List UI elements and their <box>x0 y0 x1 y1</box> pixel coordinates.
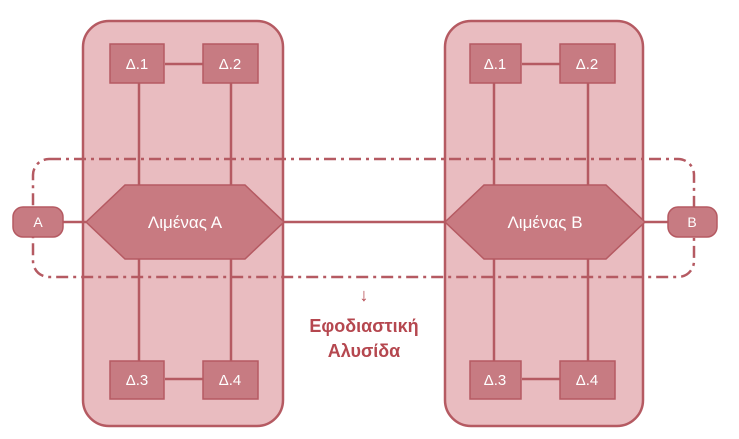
left-node-d4: Δ.4 <box>202 360 259 400</box>
left-node-d2: Δ.2 <box>202 43 259 84</box>
svg-text:Λιμένας Α: Λιμένας Α <box>148 213 223 232</box>
annotation-arrow-icon: ↓ <box>360 285 369 305</box>
right-node-d4: Δ.4 <box>559 360 616 400</box>
svg-text:Α: Α <box>33 214 43 230</box>
svg-text:Λιμένας Β: Λιμένας Β <box>507 213 582 232</box>
svg-text:Δ.3: Δ.3 <box>126 372 149 389</box>
endpoint-b: Β <box>667 206 718 238</box>
annotation-line-1: Εφοδιαστική <box>309 316 418 336</box>
svg-text:Β: Β <box>687 214 696 230</box>
right-node-d2: Δ.2 <box>559 43 616 84</box>
svg-text:Δ.3: Δ.3 <box>484 372 507 389</box>
svg-text:Δ.1: Δ.1 <box>484 56 507 73</box>
svg-text:Δ.2: Δ.2 <box>219 56 242 73</box>
right-node-d3: Δ.3 <box>469 360 522 400</box>
endpoint-a: Α <box>12 206 64 238</box>
left-node-d1: Δ.1 <box>109 43 165 84</box>
port-b: Λιμένας Β <box>443 184 647 260</box>
left-node-d3: Δ.3 <box>109 360 165 400</box>
right-node-d1: Δ.1 <box>469 43 522 84</box>
svg-text:Δ.4: Δ.4 <box>219 372 242 389</box>
svg-text:Δ.4: Δ.4 <box>576 372 599 389</box>
port-a: Λιμένας Α <box>84 184 286 260</box>
svg-text:Δ.1: Δ.1 <box>126 56 149 73</box>
svg-text:Δ.2: Δ.2 <box>576 56 599 73</box>
annotation-line-2: Αλυσίδα <box>328 341 401 361</box>
